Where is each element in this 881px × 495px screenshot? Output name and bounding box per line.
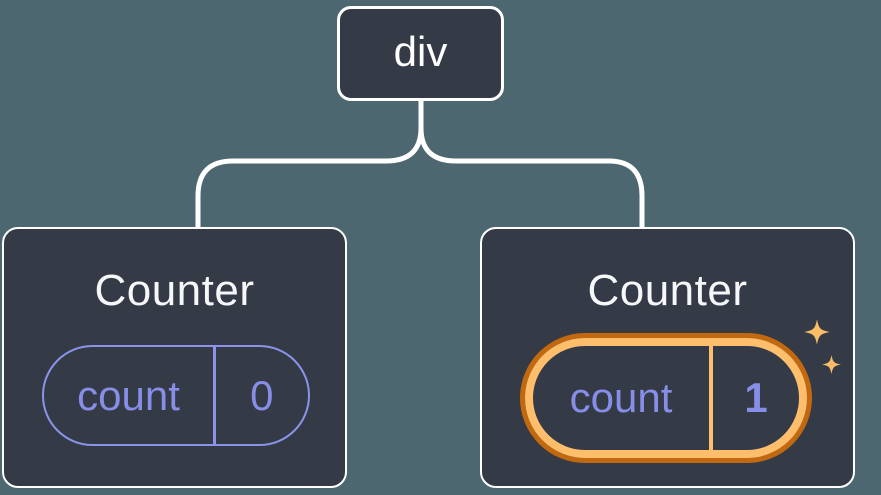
state-label: count: [569, 374, 673, 421]
root-node-div: div: [337, 6, 504, 101]
state-pill-divider: [213, 347, 216, 444]
state-value: 0: [250, 371, 274, 419]
state-label: count: [77, 371, 180, 419]
state-value: 1: [744, 374, 768, 421]
counter-card-left: Counter count 0: [2, 227, 347, 488]
component-title: Counter: [587, 266, 748, 315]
component-title: Counter: [94, 266, 255, 315]
state-pill: count 0: [42, 345, 310, 446]
counter-card-right: Counter count 1: [480, 227, 855, 488]
root-node-label: div: [393, 27, 448, 75]
state-pill-highlighted: count 1: [525, 338, 807, 458]
state-highlight-ring: count 1: [520, 333, 812, 463]
state-pill-divider: [709, 346, 713, 450]
